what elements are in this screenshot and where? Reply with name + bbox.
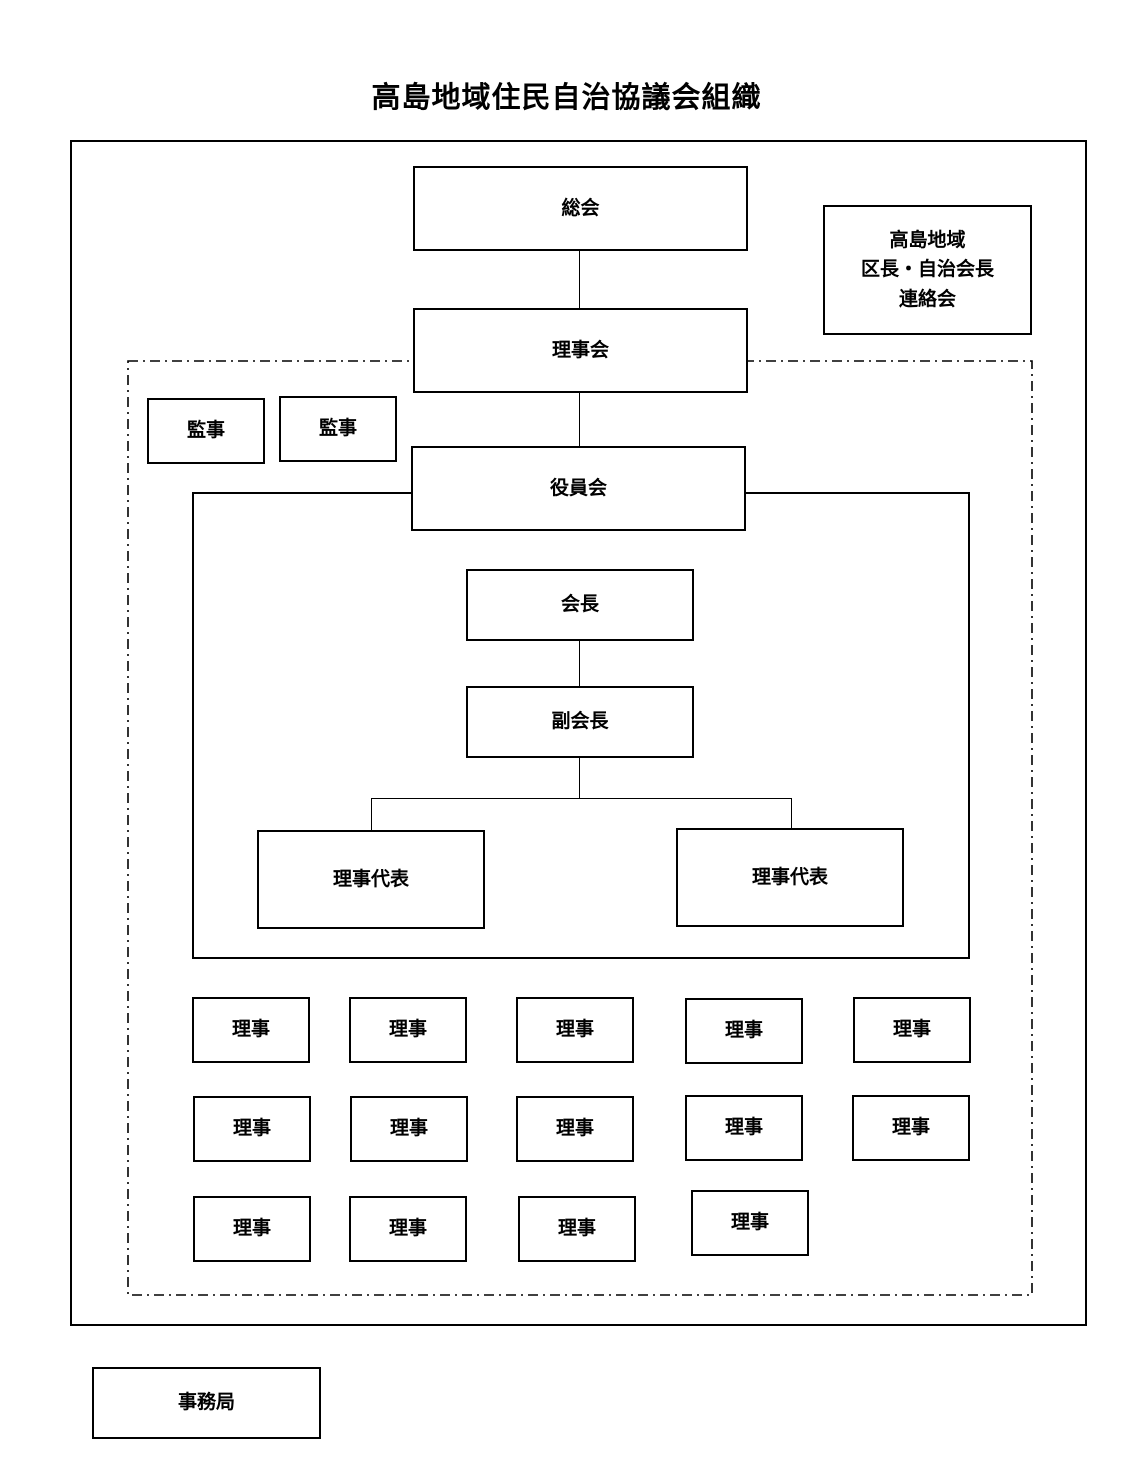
connector-branch	[371, 798, 791, 799]
outer-frame	[70, 140, 1087, 1326]
director-box: 理事	[350, 1096, 468, 1162]
connector-branch-left	[371, 798, 372, 832]
director-box: 理事	[516, 1096, 634, 1162]
director-box: 理事	[193, 1096, 311, 1162]
chair-box: 会長	[466, 569, 694, 641]
connector-chair-vice	[579, 640, 580, 688]
director-representative-box: 理事代表	[257, 830, 485, 929]
board-box: 理事会	[413, 308, 748, 393]
liaison-council-box: 高島地域 区長・自治会長 連絡会	[823, 205, 1032, 335]
connector-branch-right	[791, 798, 792, 830]
auditor-box: 監事	[279, 396, 397, 462]
director-box: 理事	[685, 998, 803, 1064]
director-box: 理事	[349, 1196, 467, 1262]
director-box: 理事	[518, 1196, 636, 1262]
director-box: 理事	[853, 997, 971, 1063]
director-box: 理事	[349, 997, 467, 1063]
connector-board-officers	[579, 392, 580, 448]
connector-assembly-board	[579, 250, 580, 310]
page-title: 高島地域住民自治協議会組織	[371, 80, 762, 114]
general-assembly-box: 総会	[413, 166, 748, 251]
officers-box: 役員会	[411, 446, 746, 531]
director-box: 理事	[516, 997, 634, 1063]
director-box: 理事	[691, 1190, 809, 1256]
director-box: 理事	[192, 997, 310, 1063]
director-box: 理事	[852, 1095, 970, 1161]
secretariat-box: 事務局	[92, 1367, 321, 1439]
auditor-box: 監事	[147, 398, 265, 464]
director-representative-box: 理事代表	[676, 828, 904, 927]
director-box: 理事	[193, 1196, 311, 1262]
director-box: 理事	[685, 1095, 803, 1161]
vice-chair-box: 副会長	[466, 686, 694, 758]
connector-vice-branch	[579, 757, 580, 798]
